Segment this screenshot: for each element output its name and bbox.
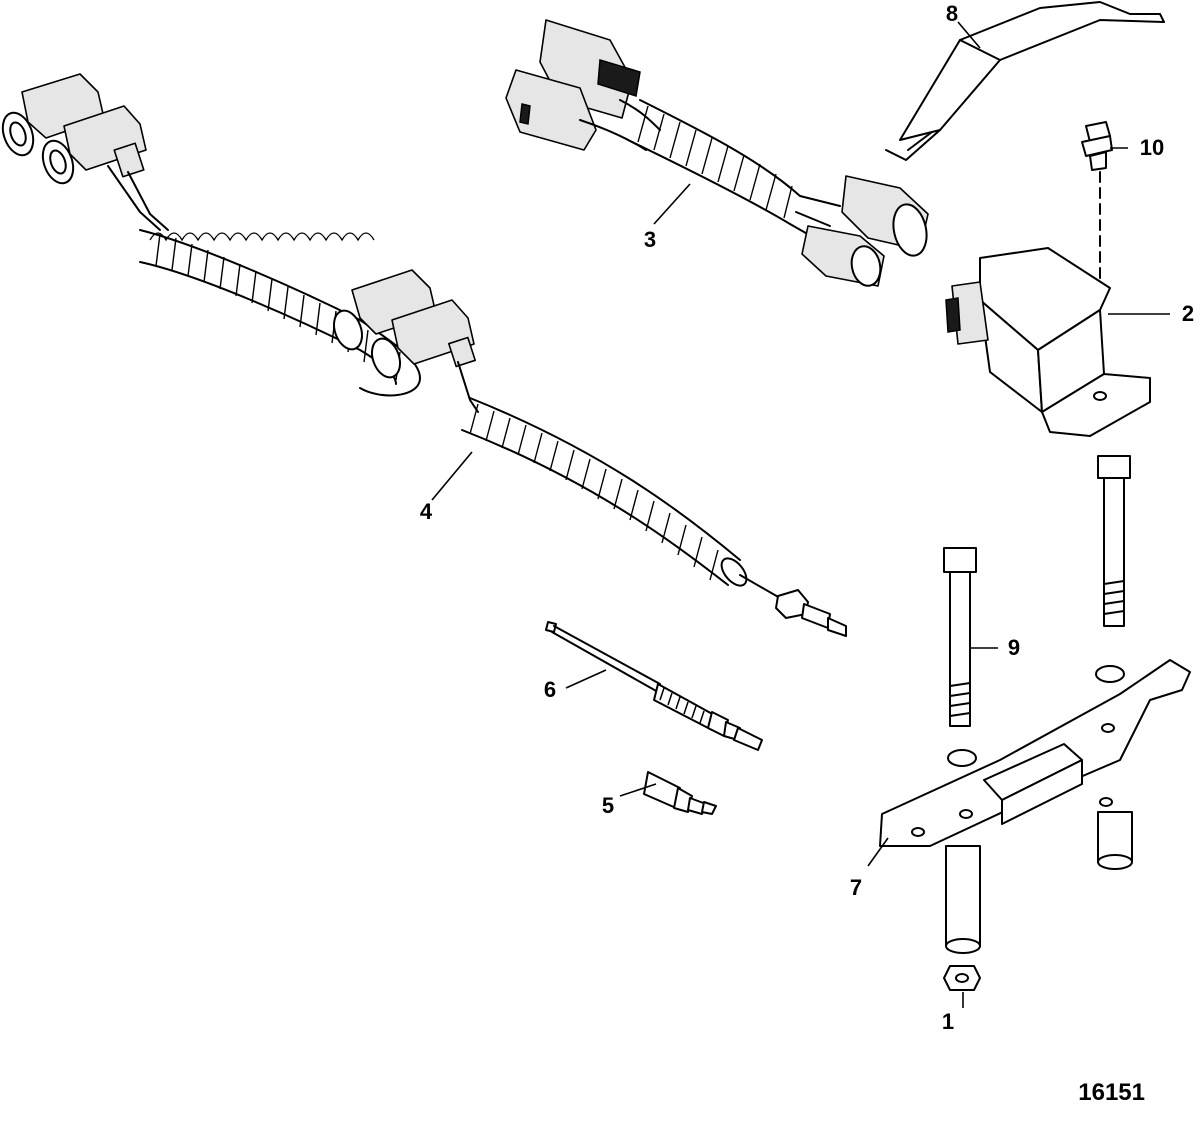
mounting-bracket bbox=[879, 659, 1191, 954]
lock-washer-left bbox=[947, 749, 977, 767]
callout-label-4: 4 bbox=[419, 499, 433, 524]
callout-label-2: 2 bbox=[1181, 301, 1195, 326]
glow-plug bbox=[545, 621, 763, 751]
connector-pair-lower bbox=[332, 269, 479, 413]
temperature-sender-probe bbox=[775, 589, 847, 637]
callout-label-9: 9 bbox=[1007, 635, 1021, 660]
figure-id: 16151 bbox=[1078, 1079, 1145, 1106]
callout-label-6: 6 bbox=[543, 677, 557, 702]
callout-label-8: 8 bbox=[945, 1, 959, 26]
callout-label-5: 5 bbox=[601, 793, 615, 818]
screw-small bbox=[1081, 121, 1113, 391]
strap bbox=[885, 1, 1165, 161]
callout-label-10: 10 bbox=[1139, 135, 1165, 160]
sensor bbox=[643, 771, 717, 815]
bolt-right bbox=[1097, 455, 1131, 627]
connector-pair-upper bbox=[1, 73, 169, 231]
leader-lines bbox=[431, 21, 1170, 1008]
callout-label-7: 7 bbox=[849, 875, 863, 900]
coil-upper bbox=[149, 232, 375, 242]
nut bbox=[943, 965, 981, 991]
coiled-harness-with-connectors bbox=[1, 73, 847, 637]
callout-label-1: 1 bbox=[941, 1009, 955, 1034]
callout-label-3: 3 bbox=[643, 227, 657, 252]
jumper-harness bbox=[505, 19, 929, 287]
lock-washer-right bbox=[1095, 665, 1125, 683]
bolt-left bbox=[943, 547, 977, 727]
control-module bbox=[945, 247, 1151, 437]
